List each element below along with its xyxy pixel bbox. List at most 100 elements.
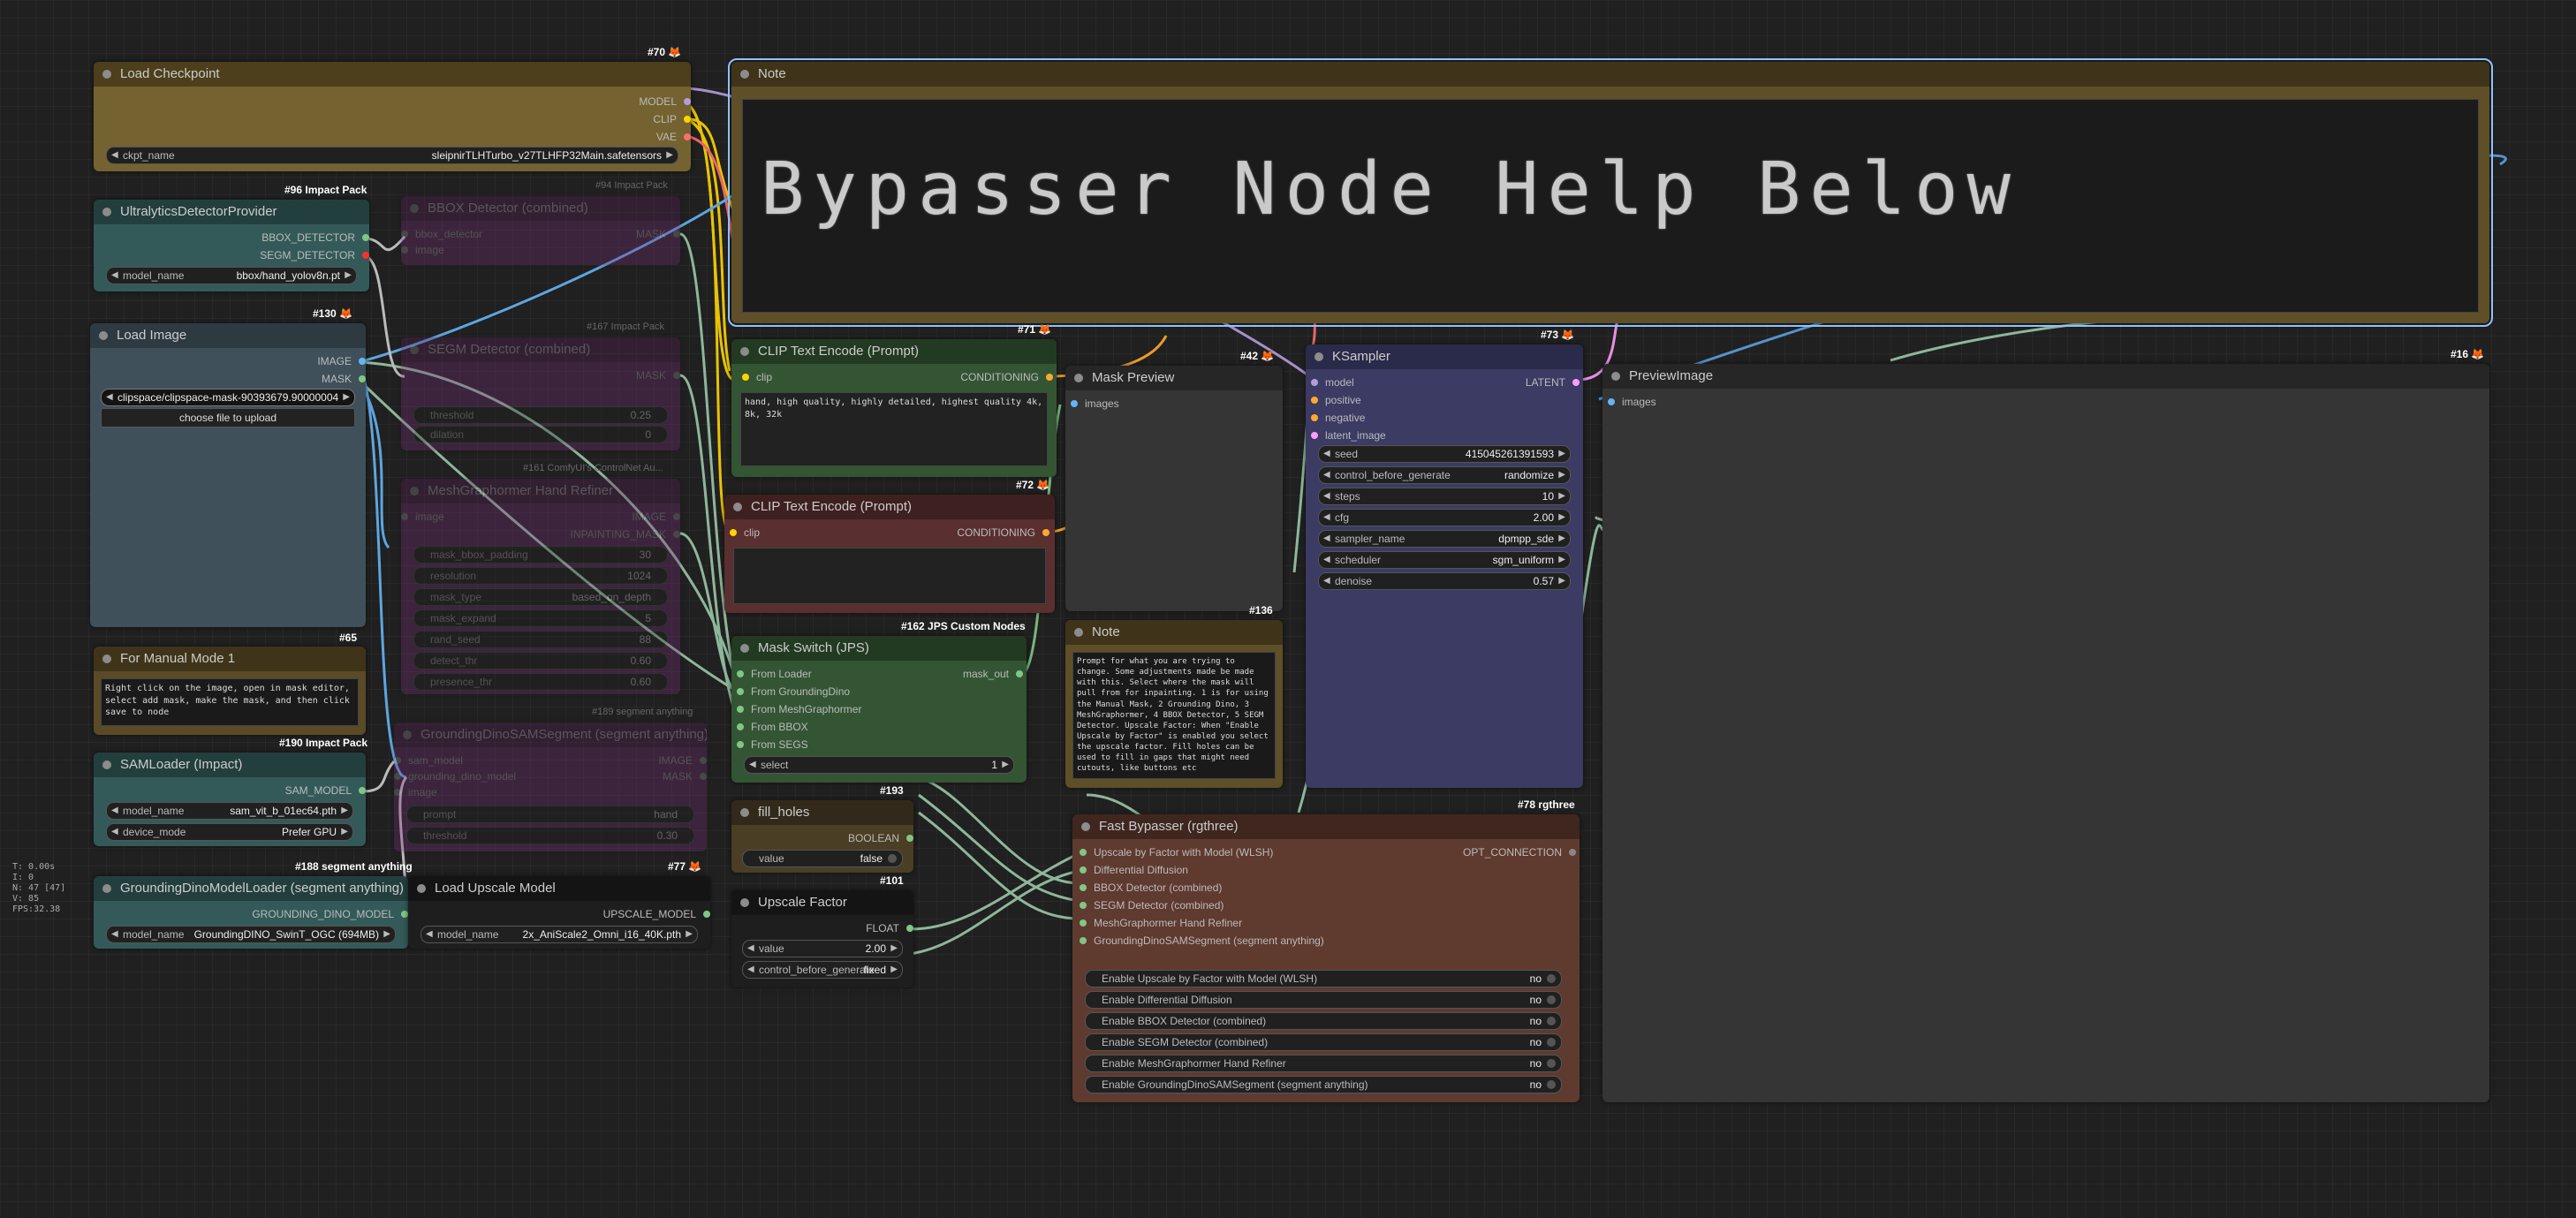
slot-dot[interactable] [1311,379,1318,386]
node-title[interactable]: Load Image [90,323,366,348]
arrow-right-icon[interactable]: ▶ [1558,470,1565,480]
slot-dot[interactable] [737,688,744,695]
slot-dot[interactable] [362,234,369,241]
slot-dot[interactable] [1569,849,1576,856]
arrow-right-icon[interactable]: ▶ [383,929,390,939]
arrow-left-icon[interactable]: ◀ [749,760,756,769]
output-image[interactable]: IMAGE [632,509,680,525]
note-text[interactable]: Prompt for what you are trying to change… [1072,652,1276,779]
arrow-right-icon[interactable]: ▶ [890,965,898,974]
arrow-left-icon[interactable]: ◀ [111,270,118,280]
node-grounding-dino-loader[interactable]: GroundingDinoModelLoader (segment anythi… [94,876,408,949]
node-title[interactable]: Upscale Factor [731,890,913,915]
node-title[interactable]: SAMLoader (Impact) [94,753,366,777]
arrow-right-icon[interactable]: ▶ [1558,512,1565,522]
input-grounding-sam[interactable]: GroundingDinoSAMSegment (segment anythin… [1080,933,1324,949]
arrow-left-icon[interactable]: ◀ [1323,449,1330,458]
note-text[interactable]: Right click on the image, open in mask e… [101,678,359,726]
node-title[interactable]: Mask Preview [1065,366,1283,390]
slot-dot[interactable] [737,741,744,748]
slot-dot[interactable] [1071,400,1078,407]
input-segm-detector[interactable]: SEGM Detector (combined) [1080,897,1224,913]
slot-dot[interactable] [742,374,749,381]
slot-dot[interactable] [730,529,737,536]
arrow-left-icon[interactable]: ◀ [1323,470,1330,480]
slot-dot[interactable] [394,789,401,796]
slot-dot[interactable] [684,98,691,105]
input-latent-image[interactable]: latent_image [1311,427,1386,443]
node-mesh-graphormer[interactable]: MeshGraphormer Hand Refiner image IMAGE … [401,479,680,694]
note-text-area[interactable]: Bypasser Node Help Below [742,99,2479,313]
arrow-left-icon[interactable]: ◀ [1323,555,1330,564]
toggle-knob[interactable] [1547,1017,1556,1025]
slot-dot[interactable] [1046,374,1053,381]
output-mask-out[interactable]: mask_out [963,666,1023,682]
arrow-left-icon[interactable]: ◀ [106,392,113,402]
output-image[interactable]: IMAGE [317,353,366,369]
slot-dot[interactable] [394,773,401,780]
input-from-grounding-dino[interactable]: From GroundingDino [737,684,850,700]
output-sam-model[interactable]: SAM_MODEL [285,783,366,798]
slot-dot[interactable] [1080,919,1087,927]
arrow-left-icon[interactable]: ◀ [747,965,754,974]
slot-dot[interactable] [401,246,408,253]
arrow-left-icon[interactable]: ◀ [111,827,118,836]
arrow-right-icon[interactable]: ▶ [1558,576,1565,586]
output-conditioning[interactable]: CONDITIONING [960,369,1053,385]
slot-dot[interactable] [737,723,744,730]
slot-dot[interactable] [906,925,913,932]
arrow-right-icon[interactable]: ▶ [345,270,352,280]
slot-dot[interactable] [1572,379,1580,386]
slot-dot[interactable] [359,375,366,382]
slot-dot[interactable] [673,531,680,538]
slot-dot[interactable] [1080,849,1087,856]
output-bbox-detector[interactable]: BBOX_DETECTOR [261,230,369,246]
output-inpainting-mask[interactable]: INPAINTING_MASK [571,526,680,542]
slot-dot[interactable] [737,706,744,713]
arrow-left-icon[interactable]: ◀ [1323,533,1330,543]
toggle-knob[interactable] [1547,974,1556,983]
slot-dot[interactable] [673,513,680,520]
toggle-knob[interactable] [1547,1038,1556,1047]
input-image[interactable]: image [401,242,444,258]
slot-dot[interactable] [1311,414,1318,421]
input-images[interactable]: images [1071,396,1119,412]
node-title[interactable]: KSampler [1306,344,1583,369]
output-grounding-dino-model[interactable]: GROUNDING_DINO_MODEL [252,906,408,922]
node-load-checkpoint[interactable]: Load Checkpoint MODEL CLIP VAE ◀ckpt_nam… [94,62,691,171]
node-load-image[interactable]: Load Image IMAGE MASK ◀clipspace/clipspa… [90,323,366,627]
prompt-textarea[interactable] [733,548,1046,604]
output-model[interactable]: MODEL [639,94,691,110]
node-sam-loader[interactable]: SAMLoader (Impact) SAM_MODEL ◀model_name… [94,753,366,846]
node-bbox-detector[interactable]: BBOX Detector (combined) bbox_detector i… [401,196,680,265]
input-mesh-graphormer[interactable]: MeshGraphormer Hand Refiner [1080,915,1242,931]
slot-dot[interactable] [1080,866,1087,874]
arrow-left-icon[interactable]: ◀ [426,929,433,939]
node-title[interactable]: For Manual Mode 1 [94,647,366,671]
input-differential-diffusion[interactable]: Differential Diffusion [1080,862,1188,878]
output-conditioning[interactable]: CONDITIONING [957,525,1049,541]
prompt-textarea[interactable]: hand, high quality, highly detailed, hig… [740,392,1048,466]
node-title[interactable]: GroundingDinoSAMSegment (segment anythin… [394,722,707,747]
node-fast-bypasser[interactable]: Fast Bypasser (rgthree) Upscale by Facto… [1072,814,1580,1102]
input-grounding-dino-model[interactable]: grounding_dino_model [394,768,516,784]
input-image[interactable]: image [394,784,437,800]
node-load-upscale-model[interactable]: Load Upscale Model UPSCALE_MODEL ◀model_… [408,876,710,949]
input-from-segs[interactable]: From SEGS [737,737,808,753]
toggle-upscale-by-factor[interactable]: Enable Upscale by Factor with Model (WLS… [1085,970,1562,987]
arrow-right-icon[interactable]: ▶ [343,392,350,402]
output-clip[interactable]: CLIP [653,111,691,127]
upload-button[interactable]: choose file to upload [101,408,355,427]
arrow-left-icon[interactable]: ◀ [1323,491,1330,501]
input-model[interactable]: model [1311,374,1354,390]
arrow-right-icon[interactable]: ▶ [341,806,348,815]
slot-dot[interactable] [673,231,680,238]
